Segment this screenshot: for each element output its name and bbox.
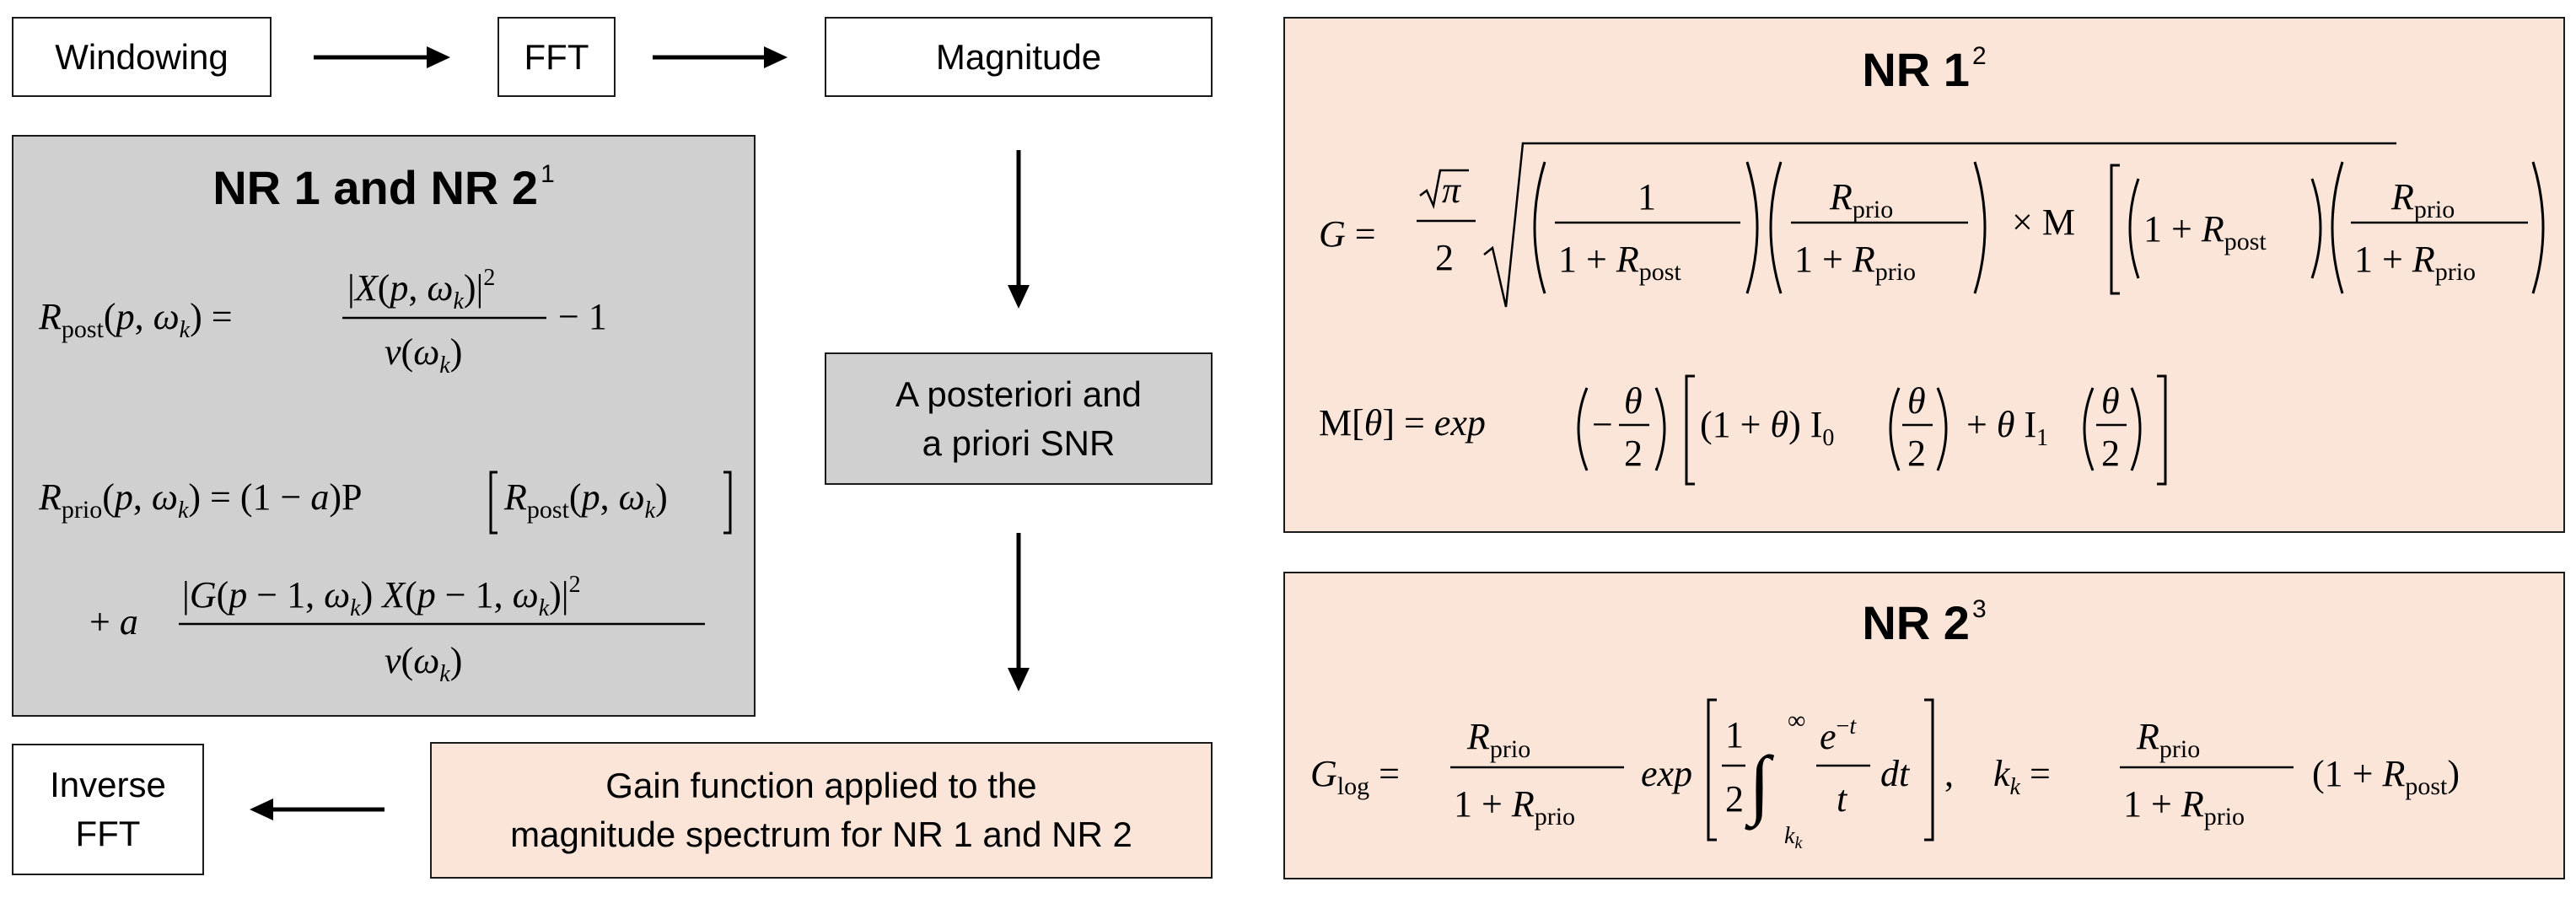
arrow-fft-to-magnitude xyxy=(653,46,788,68)
svg-text:1: 1 xyxy=(1725,714,1744,756)
svg-text:2: 2 xyxy=(1725,778,1744,820)
svg-text:G =: G = xyxy=(1319,213,1376,255)
arrow-snr-to-gain xyxy=(1008,533,1030,691)
svg-text:Rprio: Rprio xyxy=(2390,176,2455,223)
gain-label-line1: Gain function applied to the xyxy=(605,766,1037,806)
svg-text:v(ωk): v(ωk) xyxy=(385,640,462,687)
svg-text:dt: dt xyxy=(1880,753,1911,794)
svg-text:2: 2 xyxy=(2101,433,2120,474)
svg-text:θ: θ xyxy=(2101,380,2120,422)
nr1-nr2-panel-ref: 1 xyxy=(540,160,555,188)
nr2-panel-ref: 3 xyxy=(1971,595,1987,623)
snr-label-line1: A posteriori and xyxy=(895,374,1142,414)
svg-text:|X(p, ωk)|2: |X(p, ωk)|2 xyxy=(347,265,495,315)
svg-text:1 + Rprio: 1 + Rprio xyxy=(1454,783,1575,831)
svg-text:M[θ] = exp: M[θ] = exp xyxy=(1319,402,1486,444)
svg-text:1 + Rprio: 1 + Rprio xyxy=(2123,783,2245,831)
svg-text:+ θ I1: + θ I1 xyxy=(1966,404,2048,451)
nr2-log-gain-equation: Glog = Rprio 1 + Rprio exp 1 2 ∫ ∞ kk e−… xyxy=(1310,698,2460,852)
svg-text:(1 + θ) I0: (1 + θ) I0 xyxy=(1700,404,1834,451)
svg-text:Rprio: Rprio xyxy=(1829,176,1893,223)
ifft-label-line1: Inverse xyxy=(50,765,166,805)
snr-box: A posteriori and a priori SNR xyxy=(825,352,1213,485)
svg-text:π: π xyxy=(1442,169,1462,211)
prior-snr-equation: Rprio(p, ωk) = (1 − a)P Rpost(p, ωk) + a… xyxy=(39,471,732,687)
svg-text:1 + Rprio: 1 + Rprio xyxy=(2354,239,2476,286)
windowing-label: Windowing xyxy=(55,36,229,77)
snr-label-line2: a priori SNR xyxy=(922,422,1116,463)
svg-text:,: , xyxy=(1944,753,1954,794)
nr1-m-function-equation: M[θ] = exp − θ 2 (1 + θ) I0 θ 2 + θ I1 θ… xyxy=(1319,374,2167,486)
svg-text:Rpost(p, ωk) =: Rpost(p, ωk) = xyxy=(39,296,233,343)
svg-text:∞: ∞ xyxy=(1788,707,1805,734)
windowing-box: Windowing xyxy=(12,17,272,97)
svg-text:2: 2 xyxy=(1624,433,1643,474)
svg-text:1 + Rpost: 1 + Rpost xyxy=(1558,239,1681,286)
svg-text:1 + Rprio: 1 + Rprio xyxy=(1794,239,1916,286)
svg-text:Rprio: Rprio xyxy=(2136,716,2200,763)
svg-text:− 1: − 1 xyxy=(558,296,607,337)
posterior-snr-equation: Rpost(p, ωk) = |X(p, ωk)|2 v(ωk) − 1 xyxy=(39,265,607,379)
svg-text:(1 + Rpost): (1 + Rpost) xyxy=(2312,753,2460,800)
ifft-label-line2: FFT xyxy=(75,814,141,853)
svg-text:kk: kk xyxy=(1784,823,1803,852)
arrow-gain-to-ifft xyxy=(250,799,385,820)
nr1-gain-equation: G = π 2 1 1 + Rpost Rprio 1 + Rprio × M … xyxy=(1319,142,2545,308)
svg-text:2: 2 xyxy=(1907,433,1926,474)
svg-text:Rprio(p, ωk) = (1 − a)P: Rprio(p, ωk) = (1 − a)P xyxy=(39,476,362,524)
svg-text:exp: exp xyxy=(1641,753,1692,794)
magnitude-label: Magnitude xyxy=(935,36,1102,77)
arrow-magnitude-to-snr xyxy=(1008,150,1030,309)
svg-text:+ a: + a xyxy=(89,601,138,643)
fft-label: FFT xyxy=(524,36,589,77)
svg-text:1 + Rpost: 1 + Rpost xyxy=(2143,208,2267,255)
svg-text:1: 1 xyxy=(1638,176,1656,218)
svg-text:|G(p − 1, ωk) X(p − 1, ωk)|2: |G(p − 1, ωk) X(p − 1, ωk)|2 xyxy=(182,572,581,621)
svg-text:−: − xyxy=(1592,404,1613,445)
gain-label-line2: magnitude spectrum for NR 1 and NR 2 xyxy=(510,815,1132,854)
svg-text:θ: θ xyxy=(1624,380,1643,422)
svg-text:θ: θ xyxy=(1907,380,1926,422)
svg-text:v(ωk): v(ωk) xyxy=(385,331,462,379)
nr1-panel-ref: 2 xyxy=(1971,42,1987,70)
svg-text:Rprio: Rprio xyxy=(1466,716,1530,763)
svg-text:Rpost(p, ωk): Rpost(p, ωk) xyxy=(503,476,668,524)
fft-box: FFT xyxy=(497,17,616,97)
svg-text:e−t: e−t xyxy=(1820,713,1857,757)
arrow-windowing-to-fft xyxy=(314,46,450,68)
svg-text:× M: × M xyxy=(2012,202,2075,243)
inverse-fft-box: Inverse FFT xyxy=(12,744,204,875)
svg-text:2: 2 xyxy=(1435,237,1454,278)
magnitude-box: Magnitude xyxy=(825,17,1213,97)
svg-text:t: t xyxy=(1837,778,1848,820)
gain-function-box: Gain function applied to the magnitude s… xyxy=(430,742,1213,879)
svg-text:∫: ∫ xyxy=(1745,740,1774,831)
svg-text:Glog =: Glog = xyxy=(1310,753,1400,800)
svg-text:kk =: kk = xyxy=(1993,753,2051,800)
